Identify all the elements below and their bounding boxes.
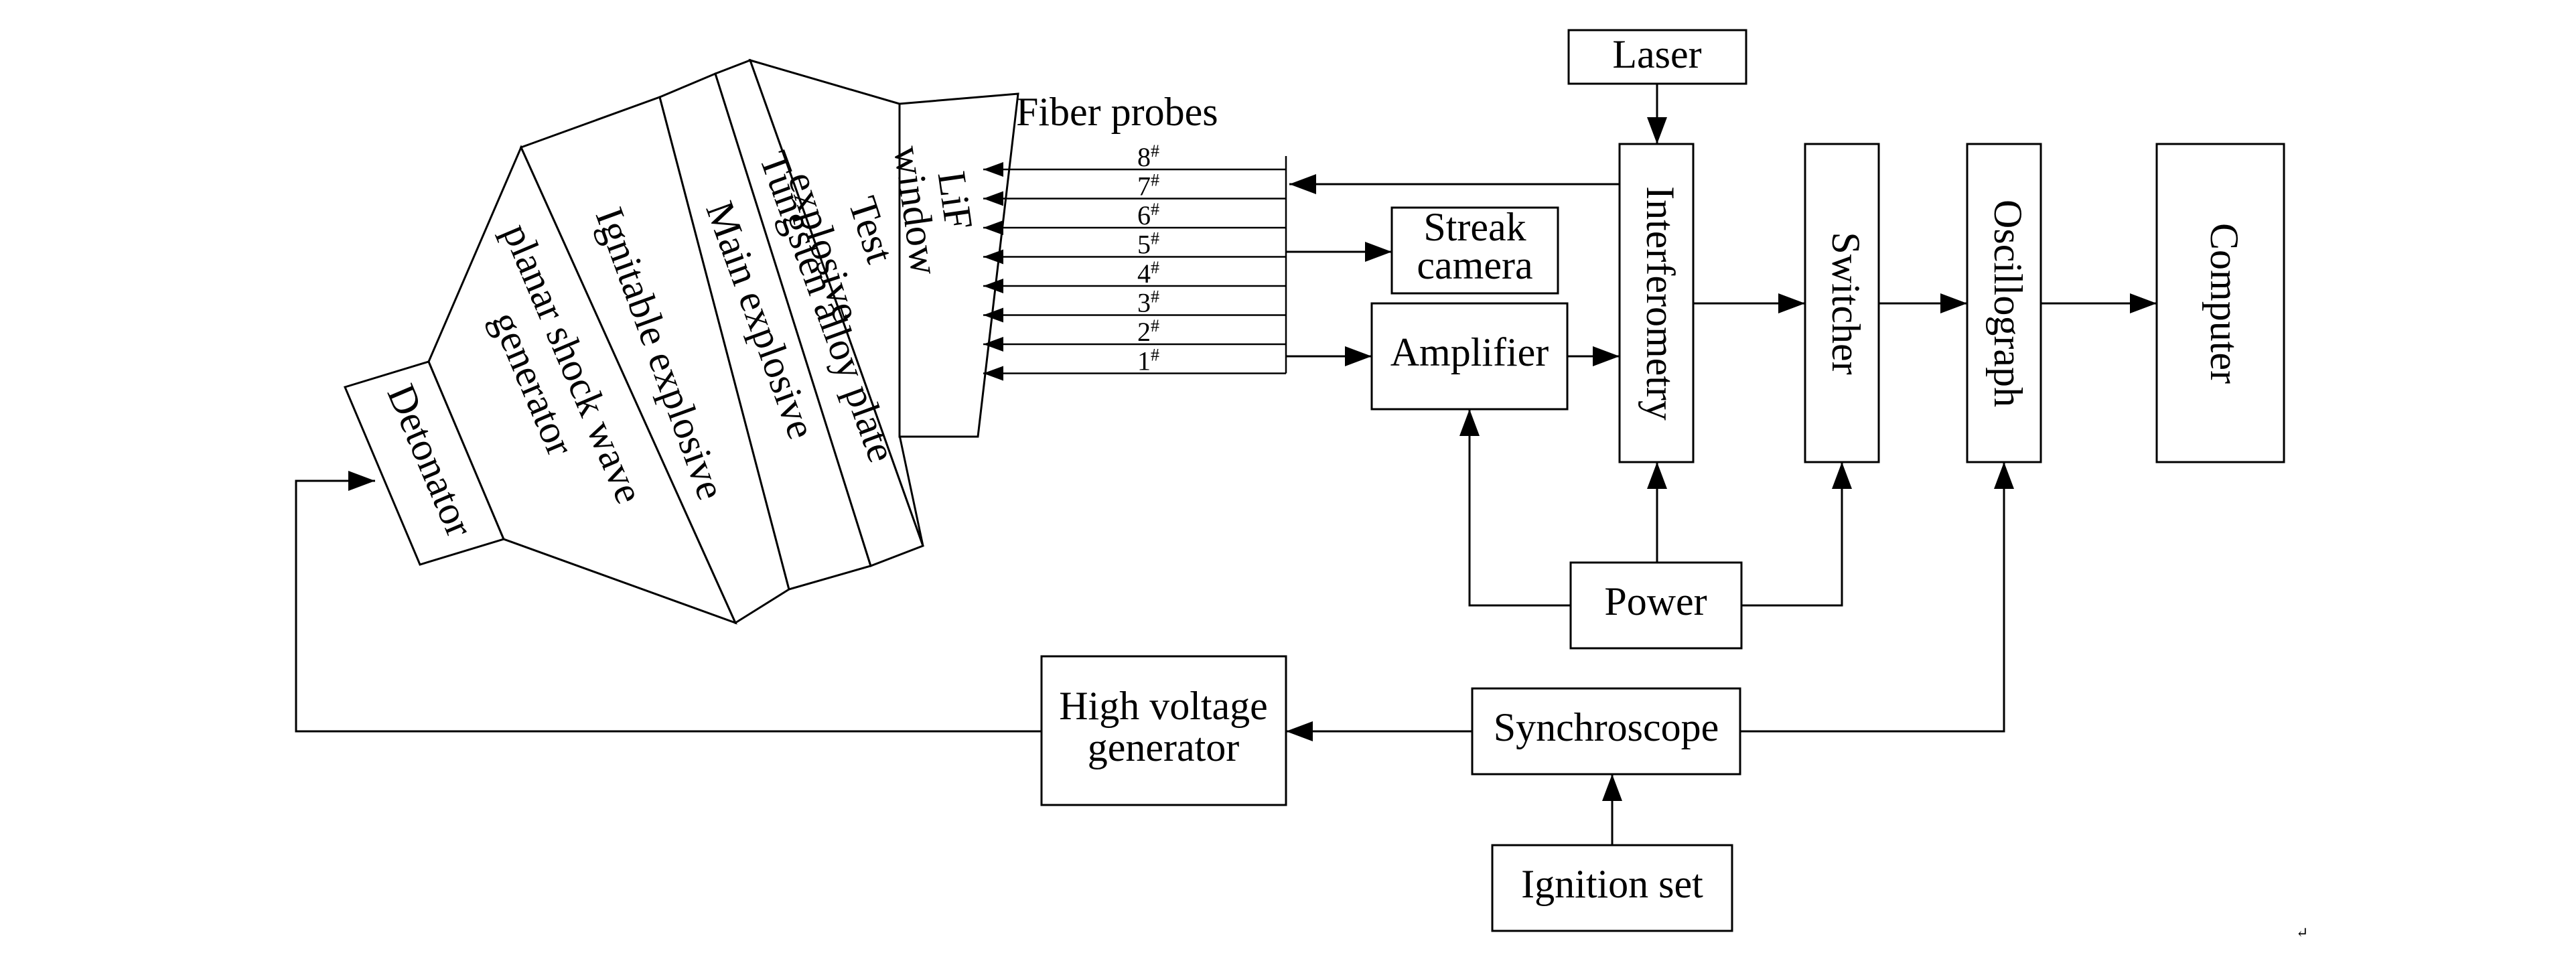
power-box <box>1569 561 1743 650</box>
streak-camera-box-group: Streak camera <box>1390 205 1559 295</box>
interferometry-box-group: Interferometry <box>1618 143 1695 463</box>
amplifier-box-group: Amplifier <box>1370 302 1569 411</box>
fiber-probe-mark: # <box>1151 316 1159 336</box>
ignition-set-box-group: Ignition set <box>1491 844 1733 932</box>
laser-box <box>1567 29 1747 85</box>
synchroscope-box-group: Synchroscope <box>1471 687 1741 776</box>
switcher-label: Switcher <box>1824 232 1868 374</box>
high-voltage-generator-box-group: High voltage generator <box>1040 655 1287 806</box>
fiber-probe-label: 7# <box>1137 171 1159 202</box>
fiber-probe-lines: 8#7#6#5#4#3#2#1# <box>983 141 1287 381</box>
synchroscope-to-oscillograph <box>1740 462 2014 733</box>
amplifier-box <box>1370 302 1569 411</box>
high-voltage-label-line1: High voltage <box>1059 684 1268 728</box>
streak-camera-label-line1: Streak <box>1423 205 1526 249</box>
streak-camera-label-line2: camera <box>1417 243 1532 287</box>
laser-box-group: Laser <box>1567 29 1747 85</box>
streak-camera-box <box>1390 206 1559 295</box>
synchroscope-box <box>1471 687 1741 776</box>
fiber-probes-label: Fiber probes <box>1016 90 1218 134</box>
lif-window <box>898 92 1019 438</box>
high-voltage-label-line2: generator <box>1088 725 1240 769</box>
oscillograph-box-group: Oscillograph <box>1966 143 2042 463</box>
fiber-probe-mark: # <box>1151 229 1159 248</box>
ignition-set-label: Ignition set <box>1521 862 1703 906</box>
ignition-set-box <box>1491 844 1733 932</box>
power-to-amplifier <box>1459 409 1571 607</box>
fiber-probe-mark: # <box>1151 171 1159 190</box>
oscillograph-label: Oscillograph <box>1986 200 2030 407</box>
power-label: Power <box>1604 579 1707 623</box>
power-box-group: Power <box>1569 561 1743 650</box>
fiber-probe-mark: # <box>1151 141 1159 161</box>
computer-label: Computer <box>2202 223 2246 384</box>
computer-box-group: Computer <box>2155 143 2285 463</box>
fiber-probe-mark: # <box>1151 346 1159 365</box>
fiber-probe-mark: # <box>1151 287 1159 307</box>
explosive-assembly: Detonator planar shock wave generator Ig… <box>343 58 1019 625</box>
fiber-probe-label: 2# <box>1137 316 1159 347</box>
fiber-probe-label: 4# <box>1137 258 1159 289</box>
amplifier-label: Amplifier <box>1390 330 1549 374</box>
fiber-probe-label: 1# <box>1137 346 1159 376</box>
fiber-probe-label: 8# <box>1137 141 1159 172</box>
high-voltage-to-detonator <box>295 471 1042 733</box>
fiber-probe-mark: # <box>1151 258 1159 277</box>
interferometry-label: Interferometry <box>1638 186 1683 421</box>
power-to-switcher <box>1741 462 1852 607</box>
laser-label: Laser <box>1612 32 1701 76</box>
fiber-probe-label: 6# <box>1137 200 1159 230</box>
switcher-box-group: Switcher <box>1804 143 1880 463</box>
corner-mark: ↵ <box>2296 924 2308 941</box>
fiber-probe-label: 3# <box>1137 287 1159 318</box>
switcher-box <box>1804 143 1880 463</box>
connections <box>295 84 2157 845</box>
fiber-probe-label: 5# <box>1137 229 1159 260</box>
lif-window-label-line1: LiF <box>929 169 981 232</box>
fiber-probe-mark: # <box>1151 200 1159 219</box>
interferometry-box <box>1618 143 1695 463</box>
synchroscope-label: Synchroscope <box>1494 705 1719 749</box>
